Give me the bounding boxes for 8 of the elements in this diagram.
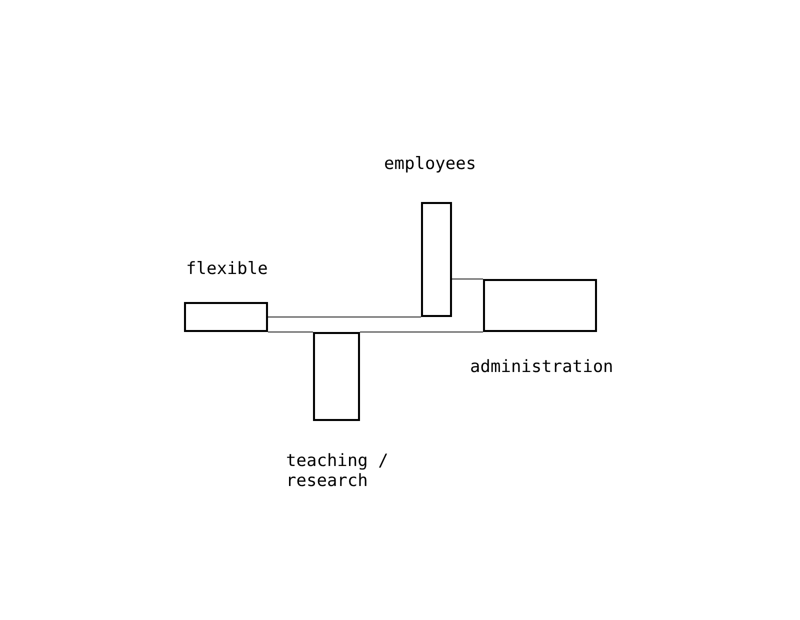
node-label: teaching / research xyxy=(286,451,390,491)
connector-line xyxy=(268,331,313,333)
node-label: employees xyxy=(384,154,478,174)
node-label: flexible xyxy=(186,259,269,279)
connector-line xyxy=(452,278,483,280)
connector-line xyxy=(360,331,483,333)
node-label: administration xyxy=(470,357,614,377)
connector-line xyxy=(268,316,421,318)
